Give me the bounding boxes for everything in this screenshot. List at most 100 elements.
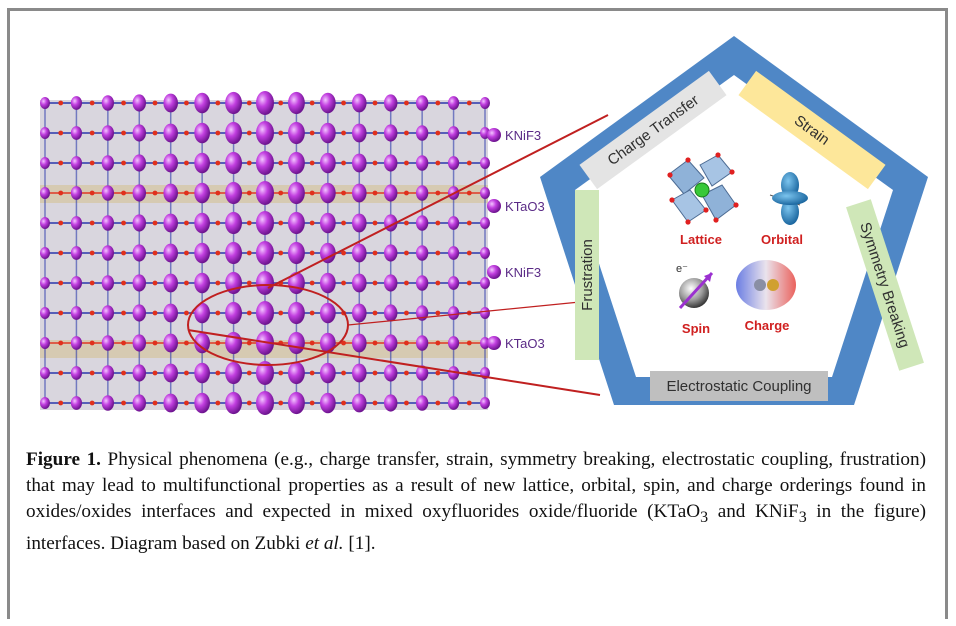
potassium-atom bbox=[101, 275, 114, 291]
potassium-atom bbox=[225, 301, 242, 325]
anion-atom bbox=[246, 130, 252, 136]
anion-atom bbox=[341, 280, 346, 286]
electron-label: e⁻ bbox=[676, 263, 688, 275]
anion-atom bbox=[435, 130, 441, 136]
potassium-atom bbox=[384, 154, 398, 172]
anion-atom bbox=[278, 370, 284, 376]
potassium-atom bbox=[256, 361, 274, 385]
anion-atom bbox=[215, 250, 221, 256]
potassium-atom bbox=[448, 96, 460, 110]
figure-frame bbox=[7, 8, 948, 619]
anion-atom bbox=[121, 370, 126, 376]
anion-atom bbox=[278, 190, 284, 196]
potassium-atom bbox=[163, 153, 178, 173]
anion-atom bbox=[184, 160, 189, 166]
potassium-atom bbox=[480, 217, 490, 229]
anion-atom bbox=[435, 370, 441, 376]
anion-atom bbox=[246, 190, 252, 196]
anion-atom bbox=[152, 130, 158, 136]
potassium-atom bbox=[163, 303, 178, 323]
potassium-atom bbox=[225, 151, 242, 175]
anion-atom bbox=[309, 250, 315, 256]
potassium-atom bbox=[352, 123, 367, 143]
potassium-atom bbox=[40, 337, 50, 349]
anion-atom bbox=[58, 130, 64, 136]
potassium-atom bbox=[163, 243, 178, 263]
anion-atom bbox=[278, 310, 284, 316]
potassium-atom bbox=[320, 92, 336, 114]
potassium-atom bbox=[70, 216, 82, 230]
anion-atom bbox=[215, 280, 221, 286]
potassium-atom bbox=[132, 364, 147, 382]
anion-atom bbox=[404, 340, 409, 346]
layer-atom-icon bbox=[487, 128, 501, 142]
potassium-atom bbox=[225, 361, 242, 385]
anion-atom bbox=[372, 310, 378, 316]
potassium-atom bbox=[225, 91, 242, 115]
anion-atom bbox=[58, 100, 64, 106]
anion-atom bbox=[121, 400, 126, 406]
orbital-label: Orbital bbox=[761, 232, 803, 247]
potassium-atom bbox=[70, 186, 82, 200]
potassium-atom bbox=[416, 245, 429, 261]
anion-atom bbox=[152, 340, 158, 346]
anion-atom bbox=[341, 160, 346, 166]
caption-text: Physical phenomena (e.g., charge transfe… bbox=[26, 449, 926, 522]
potassium-atom bbox=[225, 241, 242, 265]
anion-atom bbox=[466, 100, 472, 106]
potassium-atom bbox=[256, 241, 274, 265]
potassium-atom bbox=[480, 277, 490, 289]
potassium-atom bbox=[288, 121, 305, 145]
potassium-atom bbox=[480, 97, 490, 109]
potassium-atom bbox=[384, 94, 398, 112]
potassium-atom bbox=[416, 365, 429, 381]
potassium-atom bbox=[225, 121, 242, 145]
figure-caption: Figure 1. Physical phenomena (e.g., char… bbox=[26, 447, 926, 557]
potassium-atom bbox=[256, 211, 274, 235]
potassium-atom bbox=[320, 212, 336, 234]
anion-atom bbox=[121, 310, 126, 316]
potassium-atom bbox=[480, 397, 490, 409]
potassium-atom bbox=[70, 96, 82, 110]
anion-atom bbox=[215, 160, 221, 166]
band-frustration-label: Frustration bbox=[579, 239, 596, 311]
anion-atom bbox=[246, 250, 252, 256]
anion-atom bbox=[372, 220, 378, 226]
potassium-atom bbox=[40, 187, 50, 199]
anion-atom bbox=[278, 400, 284, 406]
layer-atom-icon bbox=[487, 199, 501, 213]
anion-atom bbox=[435, 220, 441, 226]
orbital-icon bbox=[769, 172, 808, 225]
anion-atom bbox=[89, 190, 95, 196]
potassium-atom bbox=[256, 181, 274, 205]
anion-atom bbox=[466, 190, 472, 196]
potassium-atom bbox=[194, 152, 210, 174]
potassium-atom bbox=[288, 361, 305, 385]
anion-atom bbox=[58, 310, 64, 316]
potassium-atom bbox=[320, 392, 336, 414]
anion-atom bbox=[435, 310, 441, 316]
layer-labels: KNiF3 KTaO3 KNiF3 KTaO3 bbox=[487, 128, 545, 351]
potassium-atom bbox=[320, 302, 336, 324]
potassium-atom bbox=[194, 362, 210, 384]
anion-atom bbox=[309, 340, 315, 346]
potassium-atom bbox=[480, 157, 490, 169]
potassium-atom bbox=[40, 247, 50, 259]
anion-atom bbox=[341, 250, 346, 256]
potassium-atom bbox=[416, 335, 429, 351]
potassium-atom bbox=[194, 92, 210, 114]
anion-atom bbox=[89, 220, 95, 226]
potassium-atom bbox=[194, 182, 210, 204]
anion-atom bbox=[246, 100, 252, 106]
formula-ktao3: KTaO3 bbox=[653, 501, 709, 526]
anion-atom bbox=[466, 340, 472, 346]
potassium-atom bbox=[163, 363, 178, 383]
layer-label-ktao3-2: KTaO3 bbox=[505, 336, 545, 351]
charge-icon bbox=[736, 260, 796, 310]
potassium-atom bbox=[352, 183, 367, 203]
anion-atom bbox=[58, 190, 64, 196]
anion-atom bbox=[152, 310, 158, 316]
anion-atom bbox=[435, 250, 441, 256]
layer-label-knif3-2: KNiF3 bbox=[505, 265, 541, 280]
potassium-atom bbox=[448, 276, 460, 290]
